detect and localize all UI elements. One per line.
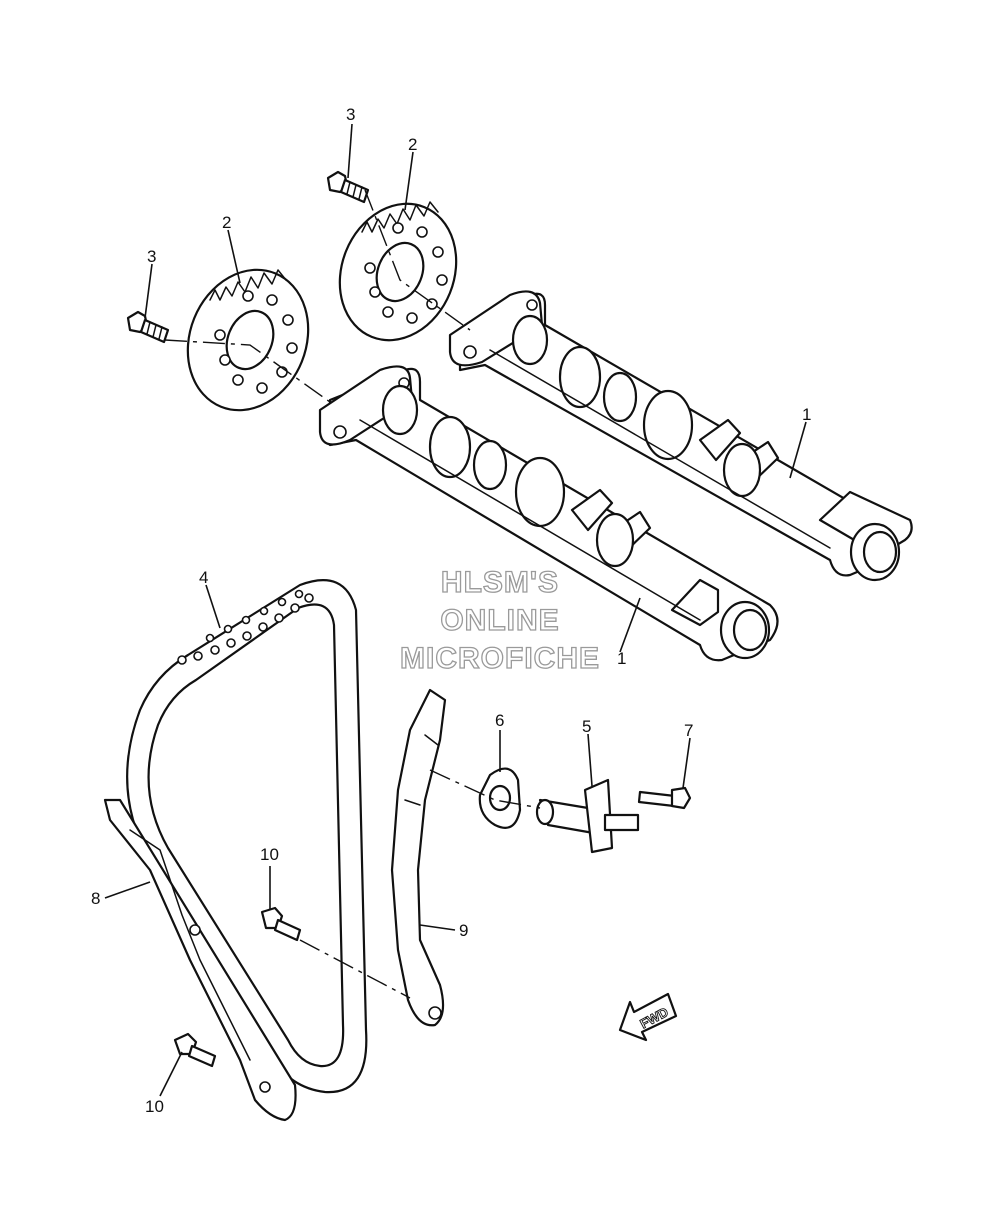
callout-3-right: 3 bbox=[346, 105, 355, 124]
timing-chain[interactable] bbox=[126, 579, 368, 1094]
cam-sprocket-right[interactable] bbox=[320, 186, 476, 358]
camshaft-front[interactable] bbox=[318, 365, 779, 662]
chain-guide[interactable] bbox=[103, 798, 297, 1122]
tensioner-gasket[interactable] bbox=[478, 767, 522, 829]
assembly-lines bbox=[164, 189, 541, 999]
callouts: 3 3 2 2 1 1 4 6 5 7 8 9 10 10 bbox=[91, 105, 811, 1116]
watermark-line-2: ONLINE bbox=[440, 604, 559, 637]
guide-bolt-upper[interactable] bbox=[260, 906, 302, 942]
watermark: HLSM'S ONLINE MICROFICHE bbox=[399, 565, 600, 675]
cam-sprocket-left[interactable] bbox=[167, 252, 328, 429]
cam-chain-tensioner[interactable] bbox=[535, 778, 640, 854]
leader-lines bbox=[104, 123, 807, 1097]
callout-10-lower: 10 bbox=[145, 1097, 164, 1116]
chain-links bbox=[177, 589, 314, 665]
callout-9: 9 bbox=[459, 921, 468, 940]
sprocket-bolt-right[interactable] bbox=[326, 170, 370, 204]
watermark-line-3: MICROFICHE bbox=[400, 642, 600, 675]
forward-direction-arrow-icon: FWD bbox=[618, 992, 678, 1042]
callout-2-right: 2 bbox=[408, 135, 417, 154]
callout-4: 4 bbox=[199, 568, 208, 587]
callout-1-rear: 1 bbox=[802, 405, 811, 424]
tensioner-bolt[interactable] bbox=[637, 786, 692, 810]
guide-bolt-lower[interactable] bbox=[173, 1032, 217, 1068]
camshaft-rear[interactable] bbox=[448, 290, 913, 582]
callout-1-front: 1 bbox=[617, 649, 626, 668]
callout-10-upper: 10 bbox=[260, 845, 279, 864]
callout-2-left: 2 bbox=[222, 213, 231, 232]
callout-8: 8 bbox=[91, 889, 100, 908]
tensioner-guide[interactable] bbox=[390, 688, 447, 1027]
callout-5: 5 bbox=[582, 717, 591, 736]
watermark-line-1: HLSM'S bbox=[441, 566, 559, 599]
callout-3-left: 3 bbox=[147, 247, 156, 266]
callout-6: 6 bbox=[495, 711, 504, 730]
sprocket-bolt-left[interactable] bbox=[126, 310, 170, 344]
callout-7: 7 bbox=[684, 721, 693, 740]
